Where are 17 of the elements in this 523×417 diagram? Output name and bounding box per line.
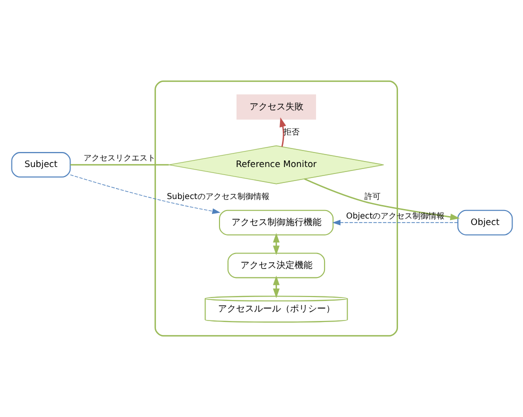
arrow <box>332 220 458 226</box>
node-box: Object <box>456 210 512 236</box>
arrow <box>272 233 280 256</box>
edge-label: 許可 <box>364 191 380 202</box>
node-box: アクセス決定機能 <box>226 252 325 278</box>
node-diamond: Reference Monitor <box>168 145 384 184</box>
edge-label: Subjectのアクセス制御情報 <box>166 191 269 202</box>
arrow <box>272 276 280 298</box>
edge-label: アクセスリクエスト <box>83 152 156 162</box>
arrow <box>304 178 460 220</box>
cluster <box>154 80 398 337</box>
arrow <box>279 117 286 147</box>
node-box: Subject <box>10 152 70 178</box>
connector <box>70 164 168 166</box>
arrow <box>70 174 220 214</box>
node-box: アクセス失敗 <box>236 94 316 120</box>
node-box: アクセス制御施行機能 <box>218 210 334 236</box>
